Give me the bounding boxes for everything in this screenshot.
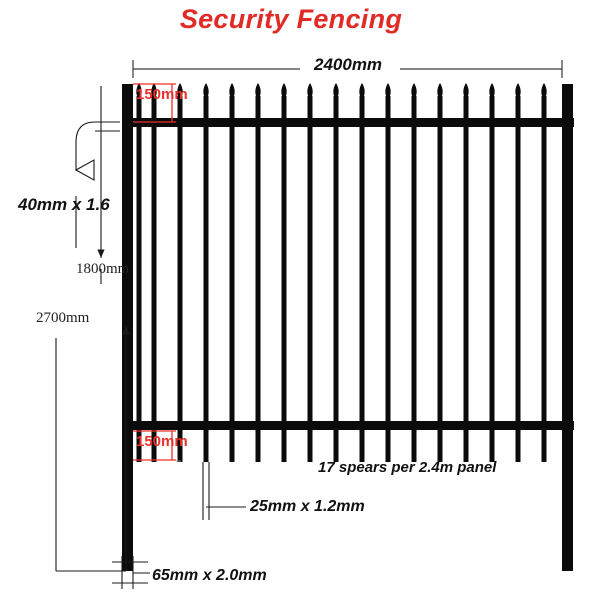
spear-picket <box>385 83 391 462</box>
dimension-overall-width <box>132 60 563 78</box>
dimension-bottom-overhang <box>133 430 176 461</box>
label-post-profile: 65mm x 2.0mm <box>152 567 267 584</box>
top-rail <box>122 118 574 127</box>
dimension-post-height <box>55 326 130 572</box>
label-bottom-overhang: 150mm <box>136 433 188 450</box>
label-picket-profile: 25mm x 1.2mm <box>250 498 365 515</box>
spear-picket <box>541 83 547 462</box>
spear-picket <box>136 83 142 462</box>
leader-picket-profile <box>202 462 246 520</box>
spear-picket <box>229 83 235 462</box>
label-rail-profile: 40mm x 1.6 <box>18 195 110 214</box>
label-panel-height: 1800mm <box>76 261 130 277</box>
label-top-overhang: 150mm <box>136 86 188 103</box>
spear-picket <box>281 83 287 462</box>
right-post <box>562 84 573 571</box>
page-title: Security Fencing <box>179 4 403 34</box>
spear-picket-group <box>136 83 547 462</box>
spear-picket <box>515 83 521 462</box>
spear-picket <box>437 83 443 462</box>
spear-picket <box>463 83 469 462</box>
label-overall-width: 2400mm <box>314 55 383 74</box>
spear-picket <box>177 83 183 462</box>
label-post-height: 2700mm <box>36 310 90 326</box>
left-post <box>122 84 133 571</box>
spear-picket <box>203 83 209 462</box>
spear-picket <box>255 83 261 462</box>
bottom-rail <box>122 421 574 430</box>
label-spear-note: 17 spears per 2.4m panel <box>318 459 497 476</box>
spear-picket <box>307 83 313 462</box>
leader-rail-profile <box>76 121 120 248</box>
spear-picket <box>411 83 417 462</box>
dimension-top-overhang <box>133 83 176 123</box>
spear-picket <box>359 83 365 462</box>
spear-picket <box>489 83 495 462</box>
post-base-detail <box>112 556 150 589</box>
spear-picket <box>151 83 157 462</box>
spear-picket <box>333 83 339 462</box>
